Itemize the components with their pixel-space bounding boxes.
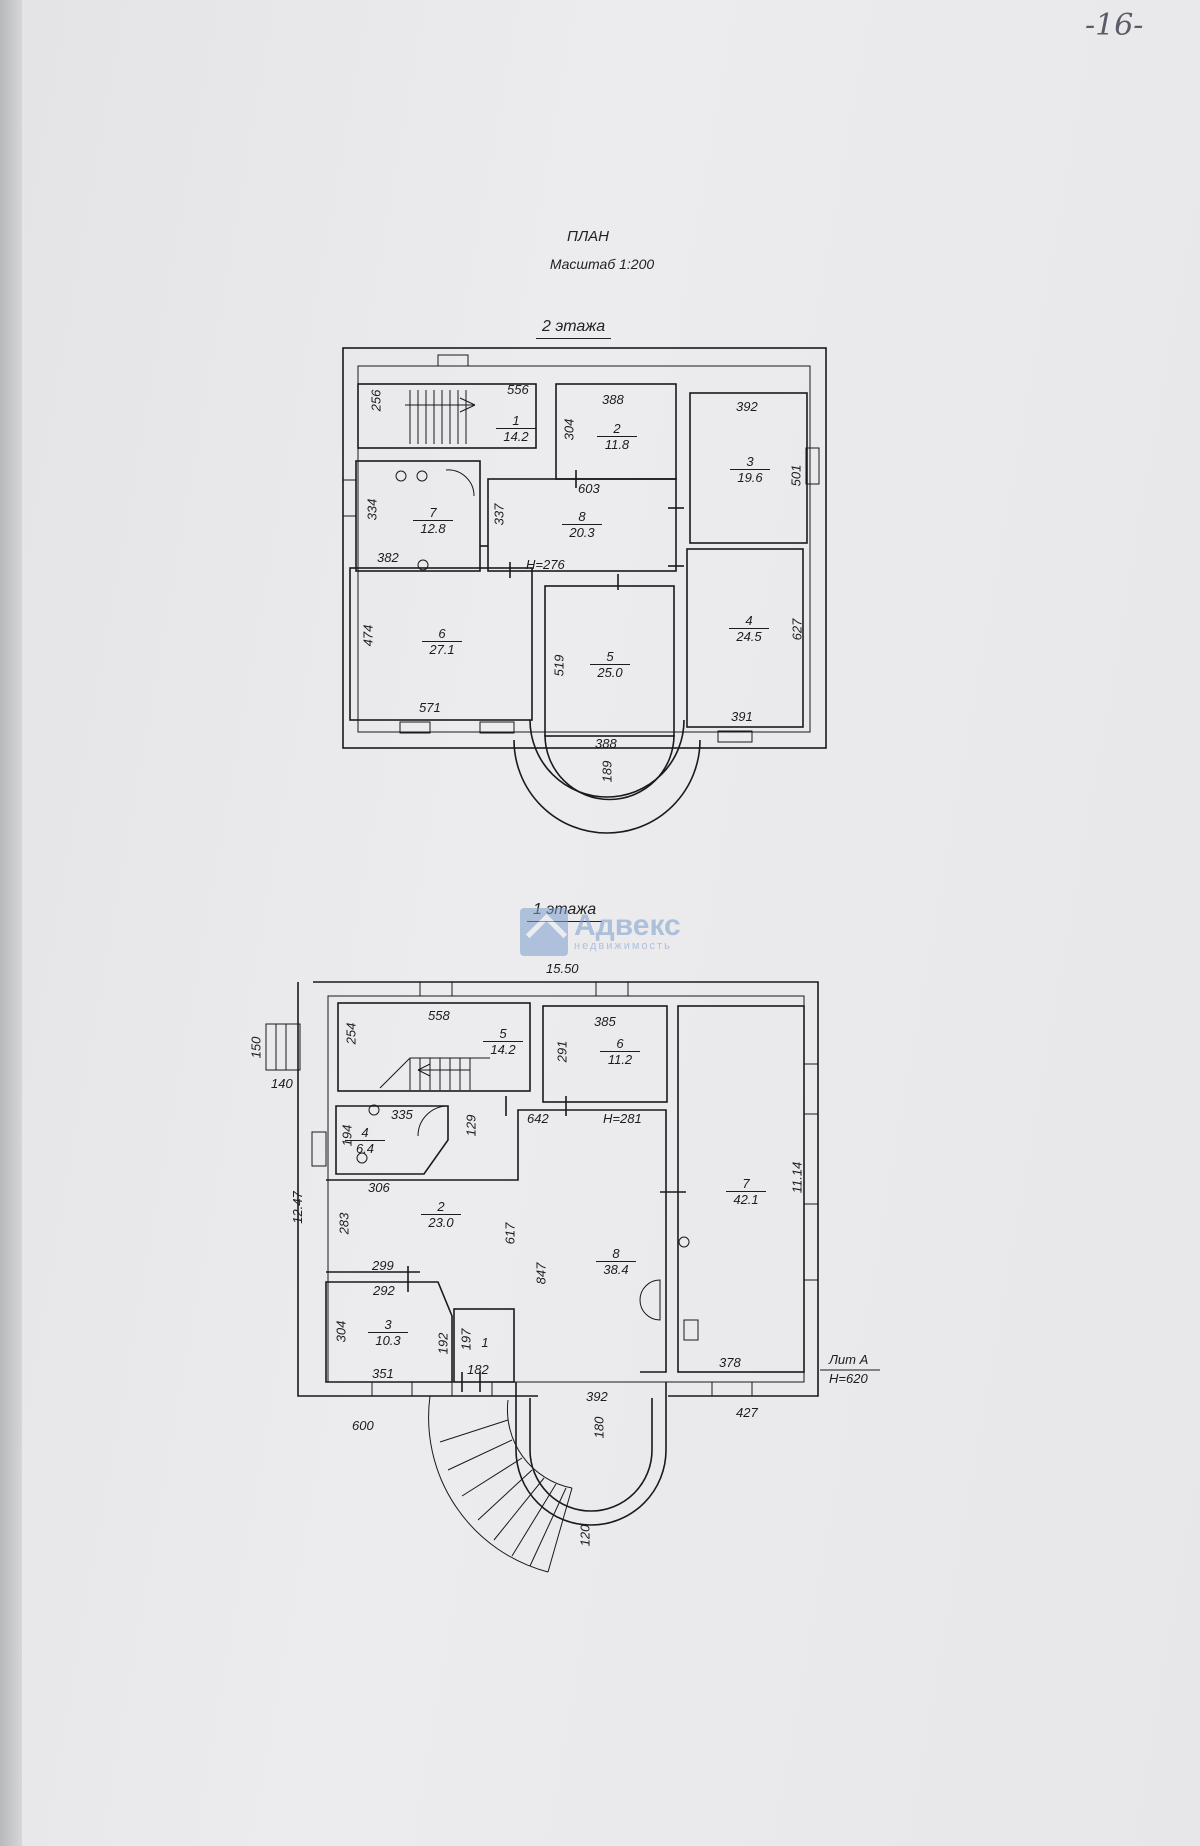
floor1-dim: 283 — [336, 1212, 352, 1235]
page-edge — [0, 0, 22, 1846]
floor2-dim: 501 — [788, 464, 804, 487]
floor2-dim: 391 — [731, 709, 753, 724]
floor2-walls — [342, 347, 827, 834]
floor2-dim: 556 — [507, 382, 529, 397]
floor1-dim: 600 — [352, 1418, 374, 1433]
floor2-dim: 388 — [595, 736, 617, 751]
floor1-dim: 385 — [594, 1014, 616, 1029]
floor1-inner-stair — [379, 1057, 490, 1090]
floor1-dim: 847 — [533, 1262, 549, 1285]
document-page — [22, 0, 1200, 1846]
floor1-dim: 15.50 — [546, 961, 579, 976]
floor1-dim: 299 — [372, 1258, 394, 1273]
floor1-dim: 254 — [343, 1022, 359, 1045]
plan-title: ПЛАН — [567, 228, 609, 245]
floor1-dim: 11.14 — [789, 1161, 805, 1194]
floor1-dim: 306 — [368, 1180, 390, 1195]
floor1-dim: 304 — [333, 1320, 349, 1343]
floor2-dim: 256 — [368, 389, 384, 412]
floor1-dim: 558 — [428, 1008, 450, 1023]
floor1-dim: 150 — [248, 1036, 264, 1059]
floor2-dim: 474 — [360, 624, 376, 647]
floor1-dim: 180 — [591, 1416, 607, 1439]
floor2-dim: 382 — [377, 550, 399, 565]
watermark: Адвекс недвижимость — [520, 908, 681, 956]
floor2-dim: 571 — [419, 700, 441, 715]
page-number: -16- — [1085, 8, 1144, 43]
floor1-dim: 291 — [554, 1040, 570, 1063]
floor2-stair — [405, 390, 476, 444]
floor1-dim: 335 — [391, 1107, 413, 1122]
lit-a-label: Лит А — [829, 1352, 869, 1367]
floor2-label: 2 этажа — [536, 318, 612, 339]
floor2-dim: 519 — [551, 654, 567, 677]
floor1-dim: 642 — [527, 1111, 549, 1126]
floor1-dim: 194 — [339, 1124, 355, 1147]
plan-scale: Масштаб 1:200 — [549, 256, 655, 272]
floor2-dim: 334 — [364, 498, 380, 521]
building-height: H=620 — [829, 1371, 868, 1386]
floor1-dim: 378 — [719, 1355, 741, 1370]
floor1-dim: 351 — [372, 1366, 394, 1381]
floor1-dim: 192 — [435, 1332, 451, 1355]
watermark-logo-icon — [520, 908, 568, 956]
floor1-dim: 140 — [271, 1076, 293, 1091]
floor2-dim: 304 — [561, 418, 577, 441]
floor1-dim: 182 — [467, 1362, 489, 1377]
floor1-walls — [265, 981, 880, 1573]
floor1-spiral-stair — [428, 1395, 573, 1573]
floor1-dim: 129 — [463, 1114, 479, 1137]
floor2-dim: 627 — [789, 618, 805, 641]
floor1-dim: 12.47 — [289, 1191, 305, 1224]
floor2-dim: 603 — [578, 481, 600, 496]
floor1-dim: 292 — [373, 1283, 395, 1298]
watermark-brand: Адвекс — [574, 909, 681, 942]
floor1-dim: 392 — [586, 1389, 608, 1404]
floor2-dim: 337 — [491, 503, 507, 526]
floor2-dim: 189 — [599, 760, 615, 783]
floor1-dim: 617 — [502, 1222, 518, 1245]
watermark-sub: недвижимость — [574, 940, 672, 952]
floor2-dim: 388 — [602, 392, 624, 407]
floor1-dim: 120 — [577, 1524, 593, 1547]
floor1-dim: 427 — [736, 1405, 758, 1420]
floor2-dim: H=276 — [526, 557, 565, 572]
floor1-dim: 197 — [458, 1328, 474, 1351]
floor1-room-1: 1 — [481, 1335, 489, 1350]
floor1-dim: H=281 — [603, 1111, 642, 1126]
floor2-dim: 392 — [736, 399, 758, 414]
